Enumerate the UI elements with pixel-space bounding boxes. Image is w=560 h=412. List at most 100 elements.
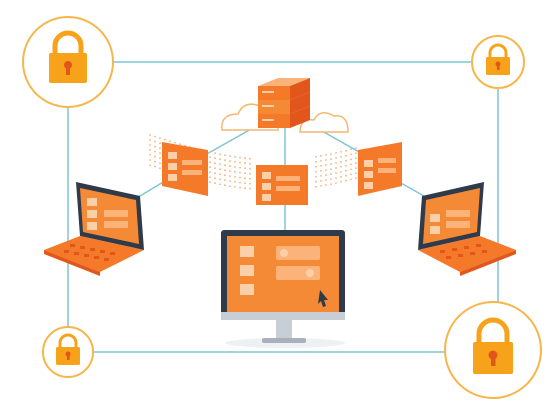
stream-dot — [330, 178, 332, 181]
stream-dot — [219, 163, 221, 166]
stream-dot — [335, 167, 337, 169]
stream-dot — [214, 172, 216, 175]
stream-dot — [239, 186, 241, 189]
stream-dot — [239, 166, 241, 169]
stream-dot — [229, 185, 231, 188]
stream-dot — [350, 168, 352, 171]
stream-dot — [325, 169, 327, 171]
stream-dot — [350, 153, 352, 156]
stream-dot — [234, 161, 236, 163]
padlock-icon — [473, 317, 513, 374]
stream-dot — [229, 180, 231, 183]
stream-dot — [320, 170, 322, 172]
lock-bottom-left — [42, 326, 94, 378]
server-icon — [258, 78, 310, 128]
stream-dot — [325, 184, 327, 186]
stream-dot — [345, 154, 347, 157]
stream-dot — [154, 140, 156, 143]
stream-dot — [355, 177, 357, 180]
stream-dot — [335, 162, 337, 164]
stream-dot — [149, 154, 151, 156]
stream-dot — [345, 159, 347, 162]
stream-dot — [219, 168, 221, 171]
stream-dot — [315, 180, 317, 183]
stream-dot — [350, 148, 352, 151]
stream-dot — [239, 181, 241, 184]
stream-dot — [169, 140, 171, 143]
stream-dot — [330, 158, 332, 161]
stream-dot — [234, 166, 236, 168]
stream-dot — [159, 137, 161, 140]
stream-dot — [229, 165, 231, 168]
file-panel-center — [256, 165, 308, 205]
stream-dot — [209, 161, 211, 164]
stream-dot — [159, 167, 161, 170]
stream-dot — [164, 138, 166, 141]
stream-dot — [229, 155, 231, 158]
stream-dot — [340, 166, 342, 168]
stream-dot — [325, 154, 327, 156]
stream-dot — [340, 171, 342, 173]
stream-dot — [179, 143, 181, 146]
stream-dot — [244, 162, 246, 165]
stream-dot — [325, 159, 327, 161]
stream-dot — [355, 147, 357, 150]
stream-dot — [325, 179, 327, 181]
stream-dot — [224, 164, 226, 167]
stream-dot — [330, 153, 332, 156]
stream-dot — [219, 178, 221, 181]
stream-dot — [224, 184, 226, 187]
stream-dot — [209, 181, 211, 184]
stream-dot — [234, 186, 236, 188]
stream-dot — [345, 169, 347, 172]
stream-dot — [355, 167, 357, 170]
desktop-monitor — [221, 230, 345, 348]
stream-dot — [330, 183, 332, 186]
stream-dot — [244, 172, 246, 175]
stream-dot — [315, 155, 317, 158]
stream-dot — [154, 150, 156, 153]
stream-dot — [315, 185, 317, 188]
stream-dot — [229, 170, 231, 173]
stream-dot — [355, 172, 357, 175]
stream-dot — [239, 156, 241, 159]
stream-dot — [320, 180, 322, 182]
stream-dot — [229, 160, 231, 163]
lock-bottom-right — [444, 301, 542, 399]
stream-dot — [214, 152, 216, 155]
stream-dot — [340, 176, 342, 178]
stream-dot — [320, 185, 322, 187]
stream-dot — [249, 162, 251, 165]
stream-dot — [335, 182, 337, 184]
padlock-icon — [49, 30, 87, 83]
stream-dot — [330, 168, 332, 171]
stream-dot — [154, 165, 156, 168]
stream-dot — [229, 175, 231, 178]
stream-dot — [159, 162, 161, 165]
stream-dot — [214, 162, 216, 165]
stream-dot — [320, 175, 322, 177]
stream-dot — [345, 174, 347, 177]
stream-dot — [224, 154, 226, 157]
stream-dot — [214, 177, 216, 180]
stream-dot — [154, 135, 156, 138]
stream-dot — [335, 177, 337, 179]
laptop-right — [418, 182, 516, 276]
stream-dot — [159, 157, 161, 160]
stream-dot — [249, 177, 251, 180]
stream-dot — [249, 167, 251, 170]
stream-dot — [159, 147, 161, 150]
stream-dot — [154, 145, 156, 148]
stream-dot — [214, 157, 216, 160]
stream-dot — [345, 149, 347, 152]
stream-dot — [219, 183, 221, 186]
stream-dot — [335, 172, 337, 174]
lock-top-left — [22, 16, 114, 108]
stream-dot — [340, 156, 342, 158]
stream-dot — [209, 151, 211, 154]
stream-dot — [355, 162, 357, 165]
stream-dot — [315, 175, 317, 178]
stream-dot — [149, 134, 151, 136]
stream-dot — [320, 160, 322, 162]
